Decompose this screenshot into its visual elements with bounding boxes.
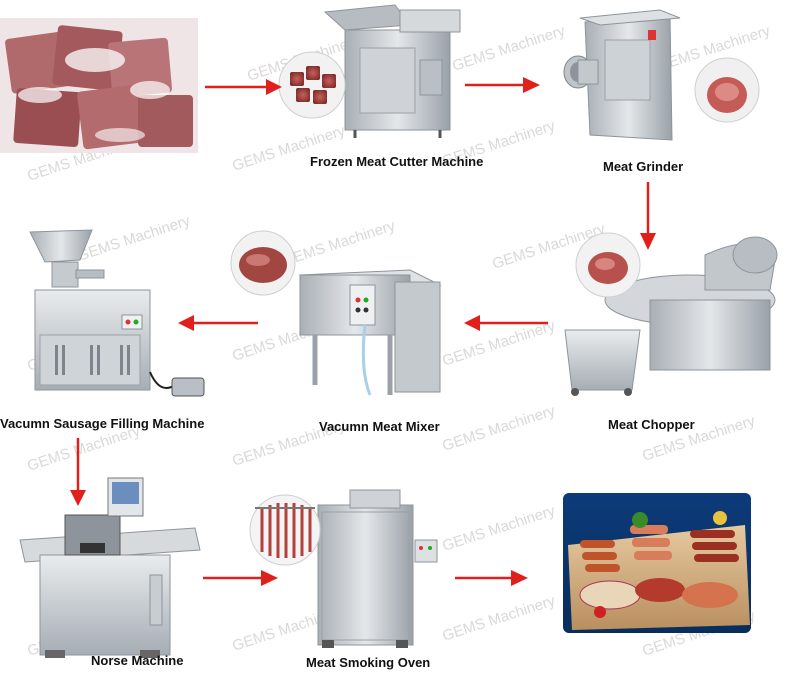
meat-smoking-oven [249,489,438,648]
label-vacuum-meat-mixer: Vacumn Meat Mixer [319,419,440,434]
frozen-meat-cutter-machine [278,4,461,138]
label-norse-machine: Norse Machine [91,653,184,668]
vacuum-sausage-filling-machine [29,229,205,397]
meat-chopper-machine [564,232,778,396]
finished-sausages-photo [563,493,751,633]
arrow-mixer-to-filler [178,315,258,331]
arrow-oven-to-sausages [455,570,528,586]
arrow-cutter-to-grinder [465,77,540,93]
meat-grinder-machine [563,9,760,141]
vacuum-meat-mixer-machine [230,230,442,396]
arrow-grinder-to-chopper [640,182,656,250]
arrow-filler-to-norse [70,438,86,506]
arrow-norse-to-oven [203,570,278,586]
label-frozen-meat-cutter: Frozen Meat Cutter Machine [310,154,484,169]
arrow-chopper-to-mixer [464,315,548,331]
norse-machine [19,477,201,658]
arrow-meat-to-cutter [205,79,282,95]
frozen-meat-photo [0,18,198,153]
label-meat-smoking-oven: Meat Smoking Oven [306,655,431,670]
flow-arrows [70,77,656,586]
label-vacuum-sausage-filler: Vacumn Sausage Filling Machine [0,416,205,431]
label-meat-chopper: Meat Chopper [608,417,695,432]
label-meat-grinder: Meat Grinder [603,159,684,174]
